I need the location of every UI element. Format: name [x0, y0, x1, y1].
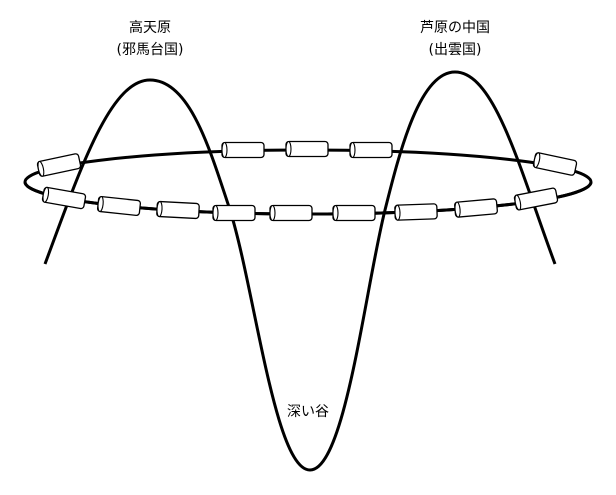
back-cylinders	[221, 140, 393, 159]
cylinder	[349, 141, 393, 159]
terrain-curve	[43, 70, 557, 472]
cylinder	[96, 195, 142, 217]
cylinder	[394, 203, 438, 221]
front-cylinders	[36, 152, 578, 222]
cylinder	[285, 140, 329, 158]
cylinder	[513, 187, 559, 211]
cylinder	[41, 186, 87, 210]
label-izumo: (出雲国)	[428, 42, 482, 58]
label-yamatai: (邪馬台国)	[116, 42, 184, 58]
label-ashihara: 芦原の中国	[420, 20, 490, 36]
cylinder	[454, 198, 498, 218]
label-takamagahara: 高天原	[129, 20, 171, 36]
label-valley: 深い谷	[287, 404, 329, 420]
cylinder	[269, 204, 313, 222]
cylinder	[156, 200, 200, 220]
cylinder	[221, 141, 265, 159]
cylinder	[332, 204, 376, 222]
cylinder	[532, 152, 578, 176]
cylinder	[212, 204, 256, 222]
cylinder	[36, 153, 82, 177]
